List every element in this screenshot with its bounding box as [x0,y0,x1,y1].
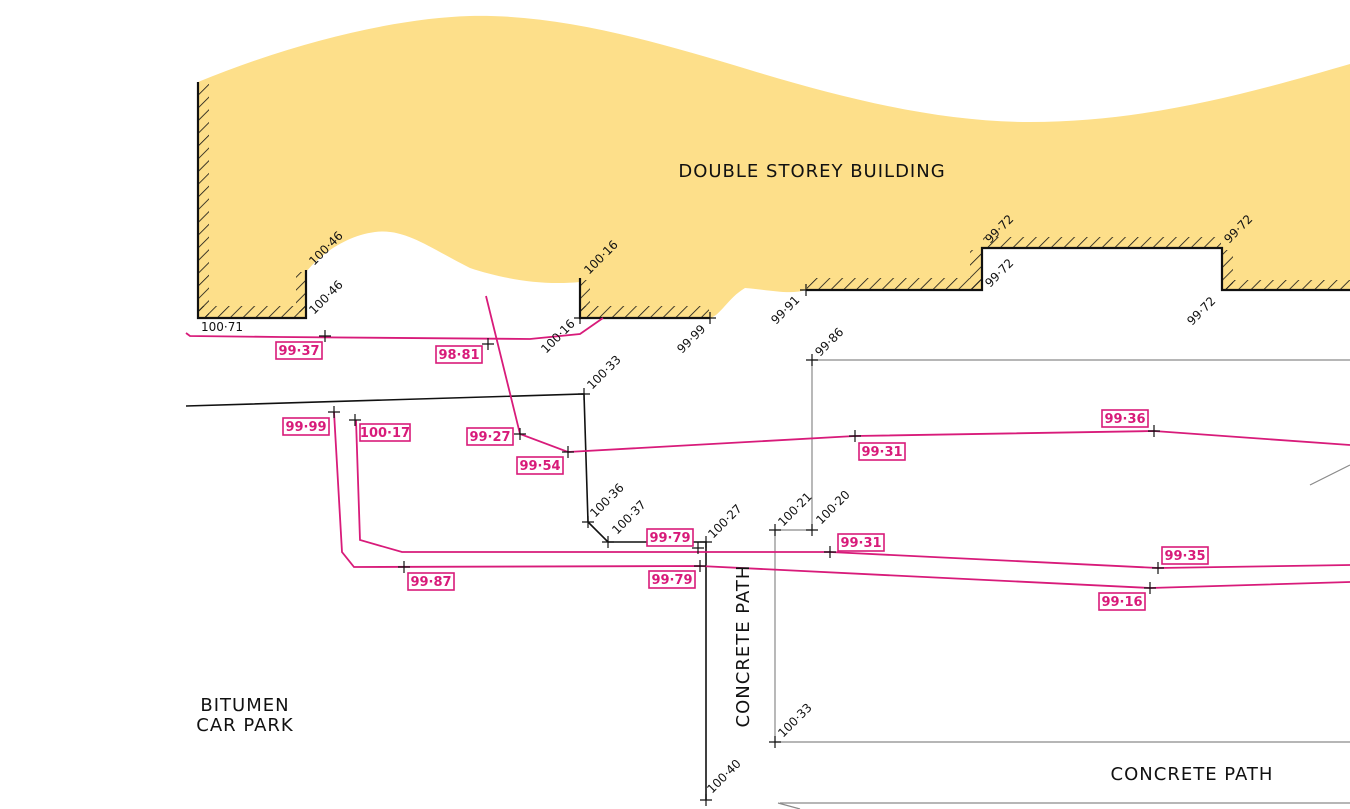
svg-text:99·99: 99·99 [285,420,326,435]
spot-level: 100·33 [775,701,815,741]
spot-level: 100·20 [813,488,853,528]
svg-text:99·31: 99·31 [861,445,902,460]
kerb-level-tag: 99·37 [275,341,323,360]
svg-text:99·36: 99·36 [1104,412,1145,427]
concrete-path-vertical-label: CONCRETE PATH [733,565,754,728]
spot-level: 100·16 [538,317,578,357]
spot-level: 100·27 [705,502,745,542]
survey-lines [185,393,707,800]
car-park-label-line2: CAR PARK [196,715,294,736]
spot-level: 99·72 [1184,294,1218,328]
kerb-level-tag: 99·99 [282,417,330,436]
kerb-level-tag: 99·27 [466,427,514,446]
spot-level: 99·86 [812,325,846,359]
kerb-level-tag: 99·54 [516,456,564,475]
kerb-level-tag: 99·36 [1101,409,1149,428]
spot-level: 100·46 [306,278,346,318]
kerb-level-tag: 99·35 [1161,546,1209,565]
kerb-level-tag: 99·79 [646,528,694,547]
spot-level: 99·99 [674,322,708,356]
spot-level: 100·21 [775,490,815,530]
spot-level: 100·71 [201,320,243,334]
kerb-level-tag: 99·16 [1098,592,1146,611]
svg-text:98·81: 98·81 [438,348,479,363]
spot-level: 99·91 [768,293,802,327]
concrete-path-horizontal-label: CONCRETE PATH [1111,764,1274,785]
kerb-lines [185,295,1350,589]
svg-text:99·37: 99·37 [278,344,319,359]
spot-level: 100·40 [704,757,744,797]
kerb-level-tag: 99·31 [858,442,906,461]
car-park-label-line1: BITUMEN [200,695,289,716]
kerb-level-tag: 99·87 [407,572,455,591]
svg-text:100·17: 100·17 [360,426,410,441]
svg-text:99·35: 99·35 [1164,549,1205,564]
svg-text:99·87: 99·87 [410,575,451,590]
spot-level: 100·37 [609,498,649,538]
svg-text:99·79: 99·79 [651,573,692,588]
spot-level: 99·72 [982,256,1016,290]
spot-level: 100·33 [584,353,624,393]
kerb-level-tag: 99·31 [837,533,885,552]
kerb-level-tag: 99·79 [648,570,696,589]
kerb-level-tag: 98·81 [435,345,483,364]
building-label: DOUBLE STOREY BUILDING [678,161,945,182]
svg-text:99·79: 99·79 [649,531,690,546]
wall-hatching [199,84,1350,317]
svg-text:99·54: 99·54 [519,459,560,474]
svg-text:99·27: 99·27 [469,430,510,445]
svg-text:99·16: 99·16 [1101,595,1142,610]
kerb-level-tag: 100·17 [359,423,411,442]
svg-text:99·31: 99·31 [840,536,881,551]
survey-point-markers [319,284,1164,806]
